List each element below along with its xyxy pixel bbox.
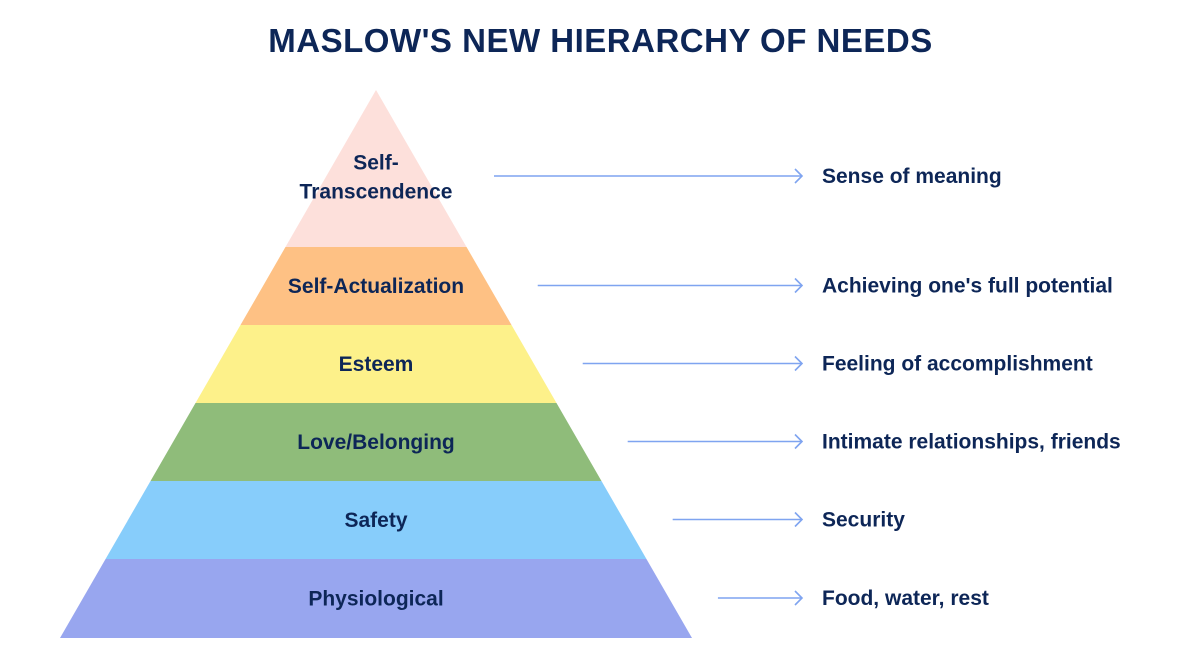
level-label: Safety — [344, 509, 407, 532]
diagram-title: MASLOW'S NEW HIERARCHY OF NEEDS — [268, 22, 933, 59]
pyramid-level: Self- Transcendence Sense of meaning — [285, 90, 1002, 247]
arrow-icon — [627, 433, 804, 450]
level-description: Feeling of accomplishment — [822, 353, 1093, 376]
level-description: Food, water, rest — [822, 587, 989, 610]
arrow-icon — [537, 277, 804, 294]
pyramid-layer — [150, 403, 602, 481]
pyramid-level: Safety Security — [105, 481, 905, 559]
pyramid-layer — [195, 325, 557, 403]
arrow-icon — [494, 168, 804, 184]
level-label: Self- — [353, 152, 399, 175]
pyramid-layer — [60, 559, 692, 638]
arrow-icon — [582, 355, 804, 372]
pyramid-layer — [105, 481, 647, 559]
level-label: Esteem — [339, 353, 414, 376]
level-description: Security — [822, 509, 905, 532]
arrow-icon — [672, 511, 804, 528]
pyramid-layer — [285, 90, 467, 247]
pyramid-level: Physiological Food, water, rest — [60, 559, 989, 638]
arrow-icon — [717, 590, 804, 606]
level-label: Transcendence — [300, 181, 453, 204]
pyramid-level: Love/Belonging Intimate relationships, fr… — [150, 403, 1121, 481]
level-label: Self-Actualization — [288, 275, 464, 298]
level-description: Sense of meaning — [822, 165, 1002, 188]
pyramid-level: Self-Actualization Achieving one's full p… — [240, 247, 1113, 325]
pyramid-level: Esteem Feeling of accomplishment — [195, 325, 1093, 403]
level-label: Love/Belonging — [297, 431, 455, 454]
level-description: Achieving one's full potential — [822, 275, 1113, 298]
pyramid-layer — [240, 247, 512, 325]
level-label: Physiological — [308, 588, 443, 611]
level-description: Intimate relationships, friends — [822, 431, 1121, 454]
